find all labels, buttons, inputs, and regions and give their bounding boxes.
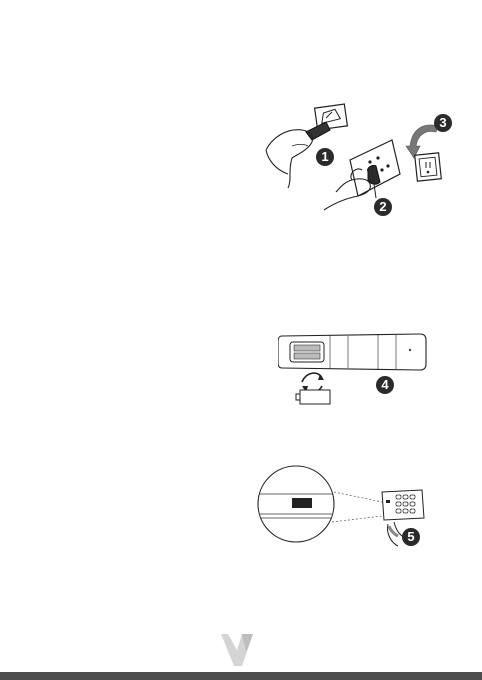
framed-outlet-icon (415, 153, 442, 181)
step-1-badge: 1 (316, 148, 334, 166)
battery-install-figure: 4 (278, 330, 438, 410)
step-3-badge: 3 (434, 114, 452, 132)
step-5-badge: 5 (402, 528, 420, 546)
magnifier-circle-icon (258, 466, 334, 542)
power-connection-illustration (262, 100, 462, 220)
v7-logo-icon (220, 632, 254, 668)
device-panel-icon (382, 490, 424, 520)
hand-left-icon (266, 130, 313, 188)
step-4-badge: 4 (376, 376, 394, 394)
battery-icon (296, 390, 330, 404)
power-on-figure: 5 (256, 464, 436, 554)
footer-bar (0, 672, 482, 680)
swap-arrow-icon (302, 373, 324, 392)
battery-install-illustration (278, 330, 438, 410)
guide-lines-icon (332, 492, 382, 522)
battery-compartment-icon (290, 342, 324, 362)
step-2-badge: 2 (374, 198, 392, 216)
power-connection-figure: 1 2 3 (262, 100, 462, 220)
